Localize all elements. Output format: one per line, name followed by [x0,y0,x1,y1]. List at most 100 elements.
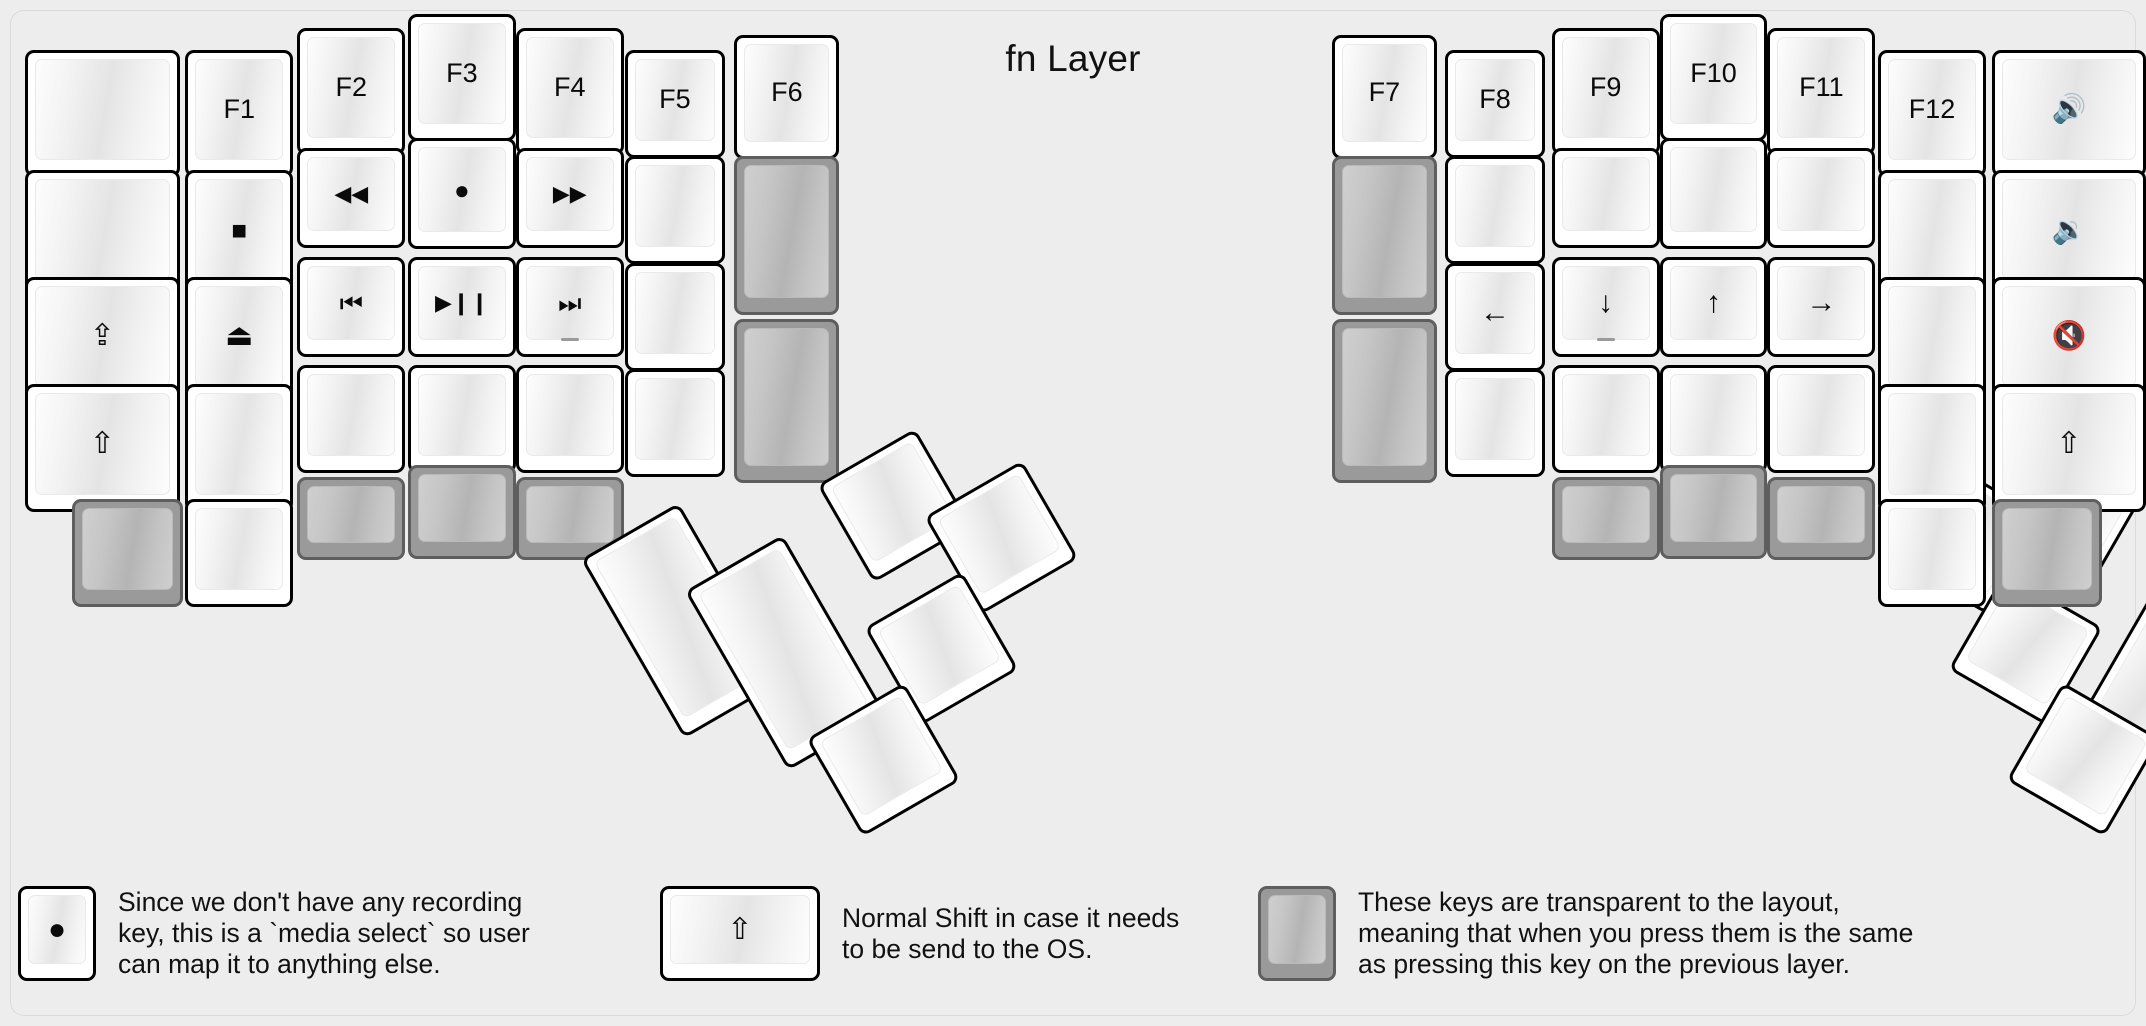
key-right-c7-r1-volume-up[interactable]: 🔊 [1991,49,2146,178]
homing-bar-icon [1596,337,1615,341]
volume-mute-icon-glyph: 🔇 [2051,320,2087,352]
transparent-key-icon [307,486,396,544]
key-right-c5-r1-f11[interactable]: F11 [1767,27,1876,155]
transparent-key-icon-cap [1268,895,1326,964]
key-right-c3-r1-f9[interactable]: F9 [1551,27,1660,155]
key-right-c5-r4-cap [1777,374,1866,456]
key-left-c6-r4[interactable] [625,369,725,478]
key-right-c5-r5-transparent[interactable] [1767,477,1876,561]
key-left-c5-r2-fast-forward[interactable]: ▶▶ [515,147,624,248]
next-track-icon-glyph: ⏭ [558,288,582,319]
key-left-c6-r2-cap [635,165,715,248]
key-right-c5-r1-f11-cap: F11 [1777,36,1866,138]
key-left-c6-r1-f5[interactable]: F5 [625,49,725,158]
key-right-c1-r1-f7-label: F7 [1368,77,1401,108]
key-right-c6-r5[interactable] [1878,499,1986,608]
key-right-c4-r1-f10-label: F10 [1690,57,1737,88]
key-right-c6-r2[interactable] [1878,170,1986,298]
key-left-c5-r3-next-track[interactable]: ⏭ [515,257,624,357]
key-right-c6-r2-cap [1888,179,1976,281]
legend-text-1: Since we don't have any recording key, t… [118,887,530,979]
key-left-c1-r4-shift[interactable]: ⇧ [24,384,180,512]
key-left-c4-r4[interactable] [407,365,516,473]
key-left-c2-r1-f1[interactable]: F1 [185,49,294,178]
key-right-c4-r3-up-arrow[interactable]: ↑ [1659,257,1768,357]
key-left-c1-r1[interactable] [24,49,180,178]
key-left-c3-r1-f2[interactable]: F2 [297,27,406,155]
key-right-c1-r2-transparent[interactable] [1331,156,1437,316]
key-right-c3-r3-down-arrow[interactable]: ↓ [1551,257,1660,357]
key-right-c4-r4[interactable] [1659,365,1768,473]
key-left-c7-r3-transparent[interactable] [734,319,840,483]
key-left-c1-r5-transparent[interactable] [71,499,183,608]
key-right-c1-r1-f7[interactable]: F7 [1331,34,1437,160]
key-left-c4-r3-play-pause[interactable]: ▶❙❙ [407,257,516,357]
key-right-c7-r2-volume-down[interactable]: 🔉 [1991,170,2146,298]
legend-entry-2: ⇧Normal Shift in case it needs to be sen… [660,886,1179,981]
arrow-up-icon: ↑ [1669,266,1758,340]
key-left-c7-r2-transparent[interactable] [734,156,840,316]
key-right-c2-r4[interactable] [1445,369,1545,478]
stop-icon-glyph: ■ [231,214,248,245]
key-left-c2-r5-cap [195,508,284,591]
key-right-c5-r4[interactable] [1767,365,1876,473]
key-right-c4-r2[interactable] [1659,138,1768,249]
arrow-down-icon: ↓ [1561,266,1650,340]
key-left-c4-r2-record[interactable]: ● [407,138,516,249]
key-left-c6-r3[interactable] [625,262,725,371]
legend-entry-3: These keys are transparent to the layout… [1258,886,1913,981]
key-left-c3-r3-prev-track[interactable]: ⏮ [297,257,406,357]
key-right-c6-r1-f12[interactable]: F12 [1878,49,1986,178]
key-left-c2-r2-stop[interactable]: ■ [185,170,294,298]
key-left-c7-r1-f6[interactable]: F6 [734,34,840,160]
key-left-c3-r4[interactable] [297,365,406,473]
key-right-c2-r2[interactable] [1445,156,1545,265]
key-right-c7-r5-transparent[interactable] [1991,499,2103,608]
key-left-c4-r1-f3[interactable]: F3 [407,13,516,142]
key-left-c2-r4[interactable] [185,384,294,512]
arrow-left-icon-glyph: ← [1480,295,1511,329]
key-left-c3-r1-f2-cap: F2 [307,36,396,138]
arrow-up-icon-glyph: ↑ [1706,286,1722,320]
volume-down-icon: 🔉 [2001,179,2137,281]
key-left-c6-r2[interactable] [625,156,725,265]
arrow-left-icon: ← [1455,271,1535,354]
shift-icon: ⇧ [2001,393,2137,495]
shift-icon: ⇧ [34,393,170,495]
key-right-c2-r1-f8[interactable]: F8 [1445,49,1545,158]
arrow-right-icon-glyph: → [1806,286,1837,320]
key-right-c6-r3[interactable] [1878,276,1986,404]
key-right-c7-r4-shift[interactable]: ⇧ [1991,384,2146,512]
key-right-c3-r2[interactable] [1551,147,1660,248]
key-right-c2-r2-cap [1455,165,1535,248]
key-left-c5-r1-f4[interactable]: F4 [515,27,624,155]
key-left-c3-r2-rewind[interactable]: ◀◀ [297,147,406,248]
key-right-c1-r3-transparent[interactable] [1331,319,1437,483]
key-left-c6-r3-cap [635,271,715,354]
transparent-key-icon [1341,328,1427,466]
transparent-key-icon [1341,165,1427,299]
key-right-c3-r4[interactable] [1551,365,1660,473]
key-right-c2-r3-left-arrow[interactable]: ← [1445,262,1545,371]
key-left-c4-r5-transparent[interactable] [407,464,516,559]
next-track-icon: ⏭ [525,266,614,340]
key-right-c6-r4[interactable] [1878,384,1986,512]
record-icon: ● [417,147,506,232]
key-left-c1-r1-cap [34,58,170,161]
key-right-c3-r4-cap [1561,374,1650,456]
shift-icon-glyph: ⇧ [89,427,115,461]
key-right-c4-r5-transparent[interactable] [1659,464,1768,559]
key-right-c4-r1-f10[interactable]: F10 [1659,13,1768,142]
key-right-c5-r2[interactable] [1767,147,1876,248]
key-left-c5-r4[interactable] [515,365,624,473]
key-left-c3-r5-transparent[interactable] [297,477,406,561]
key-left-c2-r3-eject[interactable]: ⏏ [185,276,294,404]
key-right-c3-r5-transparent[interactable] [1551,477,1660,561]
key-right-c6-r5-cap [1888,508,1976,591]
key-left-c2-r5[interactable] [185,499,294,608]
key-left-c2-r1-f1-cap: F1 [195,58,284,161]
key-left-c4-r1-f3-cap: F3 [417,22,506,125]
key-right-c5-r3-right-arrow[interactable]: → [1767,257,1876,357]
key-left-c1-r3-shift-lock[interactable]: ⇪ [24,276,180,404]
play-pause-icon-glyph: ▶❙❙ [435,290,489,316]
